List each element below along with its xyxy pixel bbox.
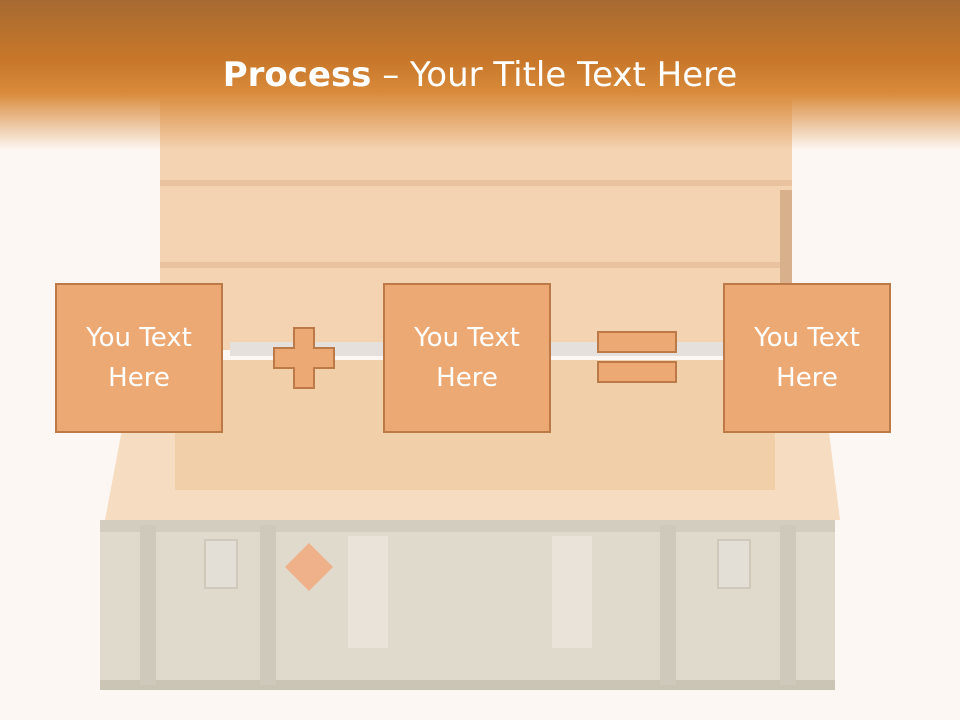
process-box-1[interactable]: You Text Here <box>55 283 223 433</box>
slide-title: Process – Your Title Text Here <box>0 52 960 98</box>
title-rest: – Your Title Text Here <box>371 55 738 95</box>
equals-icon <box>597 331 677 383</box>
plus-icon <box>273 327 335 389</box>
title-bold: Process <box>222 55 372 95</box>
process-box-2[interactable]: You Text Here <box>383 283 551 433</box>
process-box-3-label: You Text Here <box>754 323 860 393</box>
title-banner <box>0 0 960 150</box>
process-box-3[interactable]: You Text Here <box>723 283 891 433</box>
process-box-2-label: You Text Here <box>414 323 520 393</box>
process-box-1-label: You Text Here <box>86 323 192 393</box>
